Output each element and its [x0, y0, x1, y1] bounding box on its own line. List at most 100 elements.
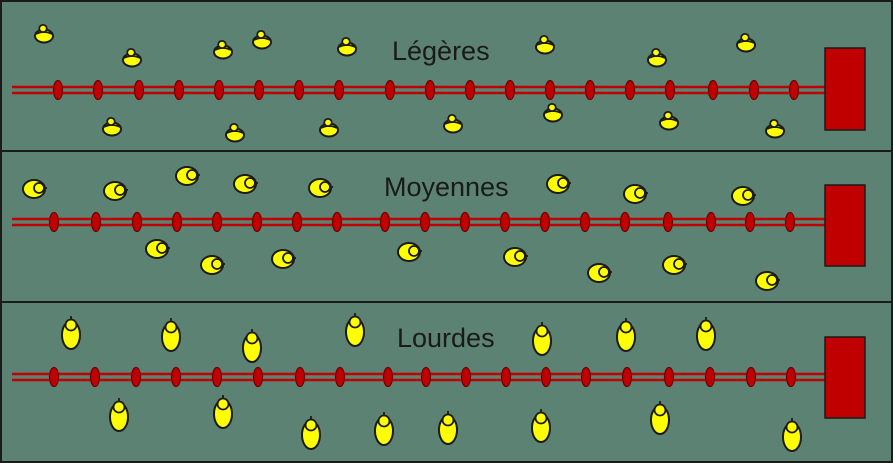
feeder-pan — [52, 79, 64, 101]
chicken-icon — [103, 181, 128, 201]
chicken-icon — [397, 242, 422, 262]
feeder-pan — [171, 211, 183, 233]
feeder-pan — [419, 211, 431, 233]
chicken-icon — [308, 178, 333, 198]
chicken-icon — [623, 184, 648, 204]
chicken-icon — [532, 322, 552, 356]
chicken-icon — [252, 29, 272, 50]
feeder-pan — [664, 79, 676, 101]
feeder-pan — [584, 79, 596, 101]
feeder-pan — [705, 211, 717, 233]
feeder-pan — [90, 211, 102, 233]
chicken-icon — [242, 329, 262, 363]
feeder-pan — [624, 79, 636, 101]
chicken-icon — [271, 249, 296, 269]
feed-hopper — [824, 336, 866, 419]
label-legeres: Légères — [392, 36, 490, 66]
section-moyennes — [12, 166, 866, 291]
feeder-pan — [704, 366, 716, 388]
feeder-pan — [130, 366, 142, 388]
chicken-icon — [731, 186, 756, 206]
chicken-icon — [145, 239, 170, 259]
chicken-icon — [213, 40, 233, 60]
chicken-icon — [337, 37, 357, 57]
feeder-pan — [48, 366, 60, 388]
chicken-icon — [443, 114, 463, 134]
chicken-icon — [782, 418, 802, 452]
feeder-pan — [333, 79, 345, 101]
feeder-pan — [539, 211, 551, 233]
chicken-icon — [122, 48, 142, 68]
chicken-icon — [736, 33, 756, 53]
feeder-pan — [540, 366, 552, 388]
chicken-icon — [696, 317, 716, 351]
chicken-icon — [109, 398, 129, 432]
chicken-icon — [438, 411, 458, 445]
chicken-icon — [531, 409, 551, 443]
feeder-pan — [252, 366, 264, 388]
feeder-pan — [464, 79, 476, 101]
feeder-pan — [420, 366, 432, 388]
chicken-icon — [301, 416, 321, 450]
chicken-icon — [659, 111, 679, 131]
feeder-line — [12, 372, 825, 382]
feeder-pan — [334, 366, 346, 388]
feeder-pan — [460, 366, 472, 388]
chicken-icon — [102, 117, 122, 137]
feeder-pan — [580, 366, 592, 388]
feeder-pan — [382, 366, 394, 388]
chicken-icon — [546, 174, 571, 194]
feeder-pan — [785, 366, 797, 388]
chicken-icon — [319, 118, 339, 138]
chicken-icon — [61, 316, 81, 350]
chicken-icon — [374, 412, 394, 446]
label-moyennes: Moyennes — [384, 172, 509, 202]
feeder-pan — [662, 211, 674, 233]
chicken-icon — [587, 263, 612, 283]
chicken-icon — [34, 23, 54, 44]
feeder-pan — [504, 79, 516, 101]
chicken-icon — [650, 401, 670, 435]
chicken-icon — [765, 119, 785, 139]
chicken-icon — [200, 255, 225, 275]
feeder-pan — [89, 366, 101, 388]
chicken-icon — [345, 313, 365, 347]
feeder-pan — [48, 211, 60, 233]
feeder-pan — [745, 366, 757, 388]
feeder-line — [12, 217, 825, 227]
feeder-pan — [211, 211, 223, 233]
chicken-icon — [543, 103, 563, 123]
feeder-pan — [748, 79, 760, 101]
feeder-pan — [500, 366, 512, 388]
feeder-pan — [619, 211, 631, 233]
feeder-pan — [173, 79, 185, 101]
feeder-pan — [384, 79, 396, 101]
feeder-pan — [663, 366, 675, 388]
feeder-pan — [294, 366, 306, 388]
chicken-icon — [175, 166, 200, 186]
feeder-pan — [331, 211, 343, 233]
feeder-pan — [251, 211, 263, 233]
chicken-icon — [647, 48, 667, 68]
chicken-icon — [755, 271, 780, 291]
feeder-pan — [291, 211, 303, 233]
feeder-pan — [131, 211, 143, 233]
feeder-pan — [579, 211, 591, 233]
feeder-pan — [92, 79, 104, 101]
section-lourdes — [12, 313, 866, 452]
feeder-pan — [133, 79, 145, 101]
feeder-pan — [621, 366, 633, 388]
feeder-pan — [784, 211, 796, 233]
section-legeres — [12, 23, 866, 143]
chicken-icon — [535, 35, 555, 55]
chicken-icon — [616, 318, 636, 352]
chicken-icon — [233, 174, 258, 194]
chicken-icon — [662, 255, 687, 275]
feeder-pan — [744, 211, 756, 233]
feeder-pan — [379, 211, 391, 233]
feeder-pan — [544, 79, 556, 101]
label-lourdes: Lourdes — [397, 323, 495, 353]
chicken-icon — [503, 247, 528, 267]
